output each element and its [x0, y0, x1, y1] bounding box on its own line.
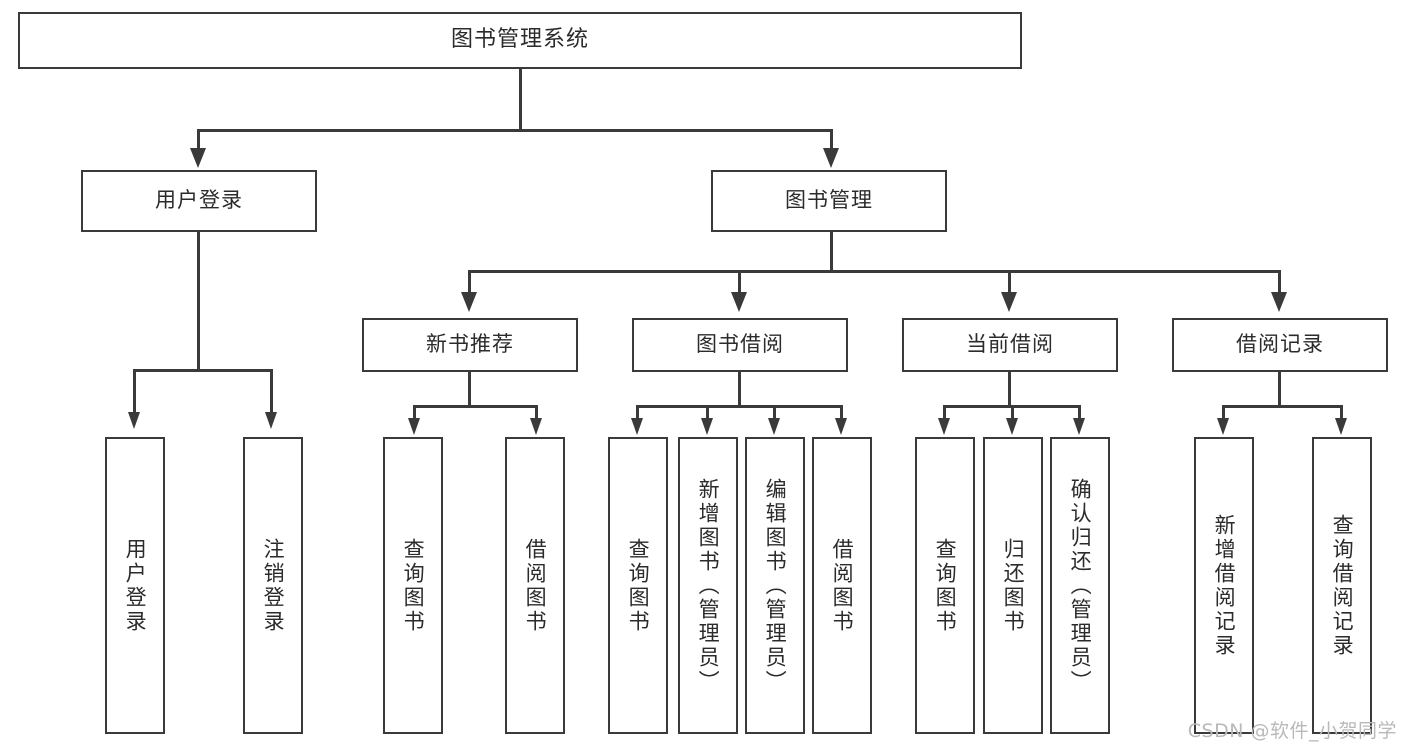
leaf-label: 用户登录: [123, 537, 148, 634]
arrow-root-to-user-login: [190, 148, 206, 168]
connector-user-login-branch-2: [270, 369, 273, 414]
arrow-bb-leaf-2: [701, 418, 713, 435]
arrow-br-leaf-2: [1335, 418, 1347, 435]
leaf-label: 查询借阅记录: [1330, 513, 1355, 658]
connector-new-book-stem: [468, 372, 471, 407]
node-borrow-record[interactable]: 借阅记录: [1172, 318, 1388, 372]
leaf-new-book-query-book[interactable]: 查询图书: [383, 437, 443, 734]
connector-cb-branch-2: [1011, 405, 1014, 419]
arrow-nb-leaf-2: [530, 418, 542, 435]
connector-book-borrow-bus: [636, 405, 842, 408]
connector-bm-branch-2: [738, 270, 741, 294]
node-user-login[interactable]: 用户登录: [81, 170, 317, 232]
arrow-user-login-leaf-2: [265, 412, 277, 429]
arrow-bm-to-new-book: [461, 292, 477, 312]
connector-book-management-bus: [468, 270, 1280, 273]
connector-nb-branch-2: [535, 405, 538, 419]
node-new-book-recommend[interactable]: 新书推荐: [362, 318, 578, 372]
connector-bb-branch-2: [706, 405, 709, 419]
connector-br-branch-1: [1222, 405, 1225, 419]
arrow-bb-leaf-1: [631, 418, 643, 435]
connector-user-login-branch-1: [133, 369, 136, 414]
arrow-bm-to-current-borrow: [1001, 292, 1017, 312]
arrow-user-login-leaf-1: [128, 412, 140, 429]
leaf-label: 借阅图书: [830, 537, 855, 634]
connector-bb-branch-4: [840, 405, 843, 419]
connector-current-borrow-stem: [1008, 372, 1011, 407]
connector-cb-branch-3: [1078, 405, 1081, 419]
connector-root-bus: [197, 129, 832, 132]
arrow-cb-leaf-1: [938, 418, 950, 435]
leaf-label: 注销登录: [261, 537, 286, 634]
leaf-label: 编辑图书（管理员）: [763, 477, 788, 694]
leaf-label: 查询图书: [933, 537, 958, 634]
arrow-cb-leaf-3: [1073, 418, 1085, 435]
connector-current-borrow-bus: [943, 405, 1078, 408]
connector-cb-branch-1: [943, 405, 946, 419]
connector-book-management-stem: [830, 232, 833, 272]
leaf-label: 查询图书: [626, 537, 651, 634]
csdn-watermark: CSDN @软件_小贺同学: [1187, 720, 1397, 742]
connector-bm-branch-4: [1278, 270, 1281, 294]
leaf-book-borrow-add-book-admin[interactable]: 新增图书（管理员）: [678, 437, 738, 734]
connector-book-borrow-stem: [738, 372, 741, 407]
leaf-current-borrow-return-book[interactable]: 归还图书: [983, 437, 1043, 734]
arrow-br-leaf-1: [1217, 418, 1229, 435]
connector-root-stem: [519, 69, 522, 130]
leaf-user-login-logout[interactable]: 注销登录: [243, 437, 303, 734]
arrow-bm-to-borrow-record: [1271, 292, 1287, 312]
arrow-bb-leaf-3: [768, 418, 780, 435]
leaf-book-borrow-query-book[interactable]: 查询图书: [608, 437, 668, 734]
connector-bm-branch-1: [468, 270, 471, 294]
arrow-bb-leaf-4: [835, 418, 847, 435]
connector-bb-branch-3: [773, 405, 776, 419]
connector-root-to-user-login: [197, 129, 200, 152]
leaf-book-borrow-edit-book-admin[interactable]: 编辑图书（管理员）: [745, 437, 805, 734]
connector-root-to-book-management: [830, 129, 833, 152]
connector-br-branch-2: [1340, 405, 1343, 419]
connector-new-book-bus: [413, 405, 537, 408]
leaf-label: 确认归还（管理员）: [1068, 477, 1093, 694]
leaf-new-book-borrow-book[interactable]: 借阅图书: [505, 437, 565, 734]
connector-borrow-record-stem: [1278, 372, 1281, 407]
arrow-bm-to-book-borrow: [731, 292, 747, 312]
arrow-cb-leaf-2: [1006, 418, 1018, 435]
leaf-label: 归还图书: [1001, 537, 1026, 634]
node-current-borrow[interactable]: 当前借阅: [902, 318, 1118, 372]
node-root-book-management-system[interactable]: 图书管理系统: [18, 12, 1022, 69]
leaf-current-borrow-confirm-return-admin[interactable]: 确认归还（管理员）: [1050, 437, 1110, 734]
leaf-label: 查询图书: [401, 537, 426, 634]
leaf-borrow-record-add-record[interactable]: 新增借阅记录: [1194, 437, 1254, 734]
leaf-user-login-login[interactable]: 用户登录: [105, 437, 165, 734]
node-book-management[interactable]: 图书管理: [711, 170, 947, 232]
leaf-label: 借阅图书: [523, 537, 548, 634]
connector-user-login-bus: [133, 369, 272, 372]
leaf-current-borrow-query-book[interactable]: 查询图书: [915, 437, 975, 734]
leaf-label: 新增借阅记录: [1212, 513, 1237, 658]
leaf-label: 新增图书（管理员）: [696, 477, 721, 694]
connector-bm-branch-3: [1008, 270, 1011, 294]
connector-borrow-record-bus: [1222, 405, 1342, 408]
leaf-borrow-record-query-record[interactable]: 查询借阅记录: [1312, 437, 1372, 734]
node-book-borrow[interactable]: 图书借阅: [632, 318, 848, 372]
connector-bb-branch-1: [636, 405, 639, 419]
connector-user-login-stem: [197, 232, 200, 371]
connector-nb-branch-1: [413, 405, 416, 419]
arrow-nb-leaf-1: [408, 418, 420, 435]
arrow-root-to-book-management: [823, 148, 839, 168]
leaf-book-borrow-borrow-book[interactable]: 借阅图书: [812, 437, 872, 734]
